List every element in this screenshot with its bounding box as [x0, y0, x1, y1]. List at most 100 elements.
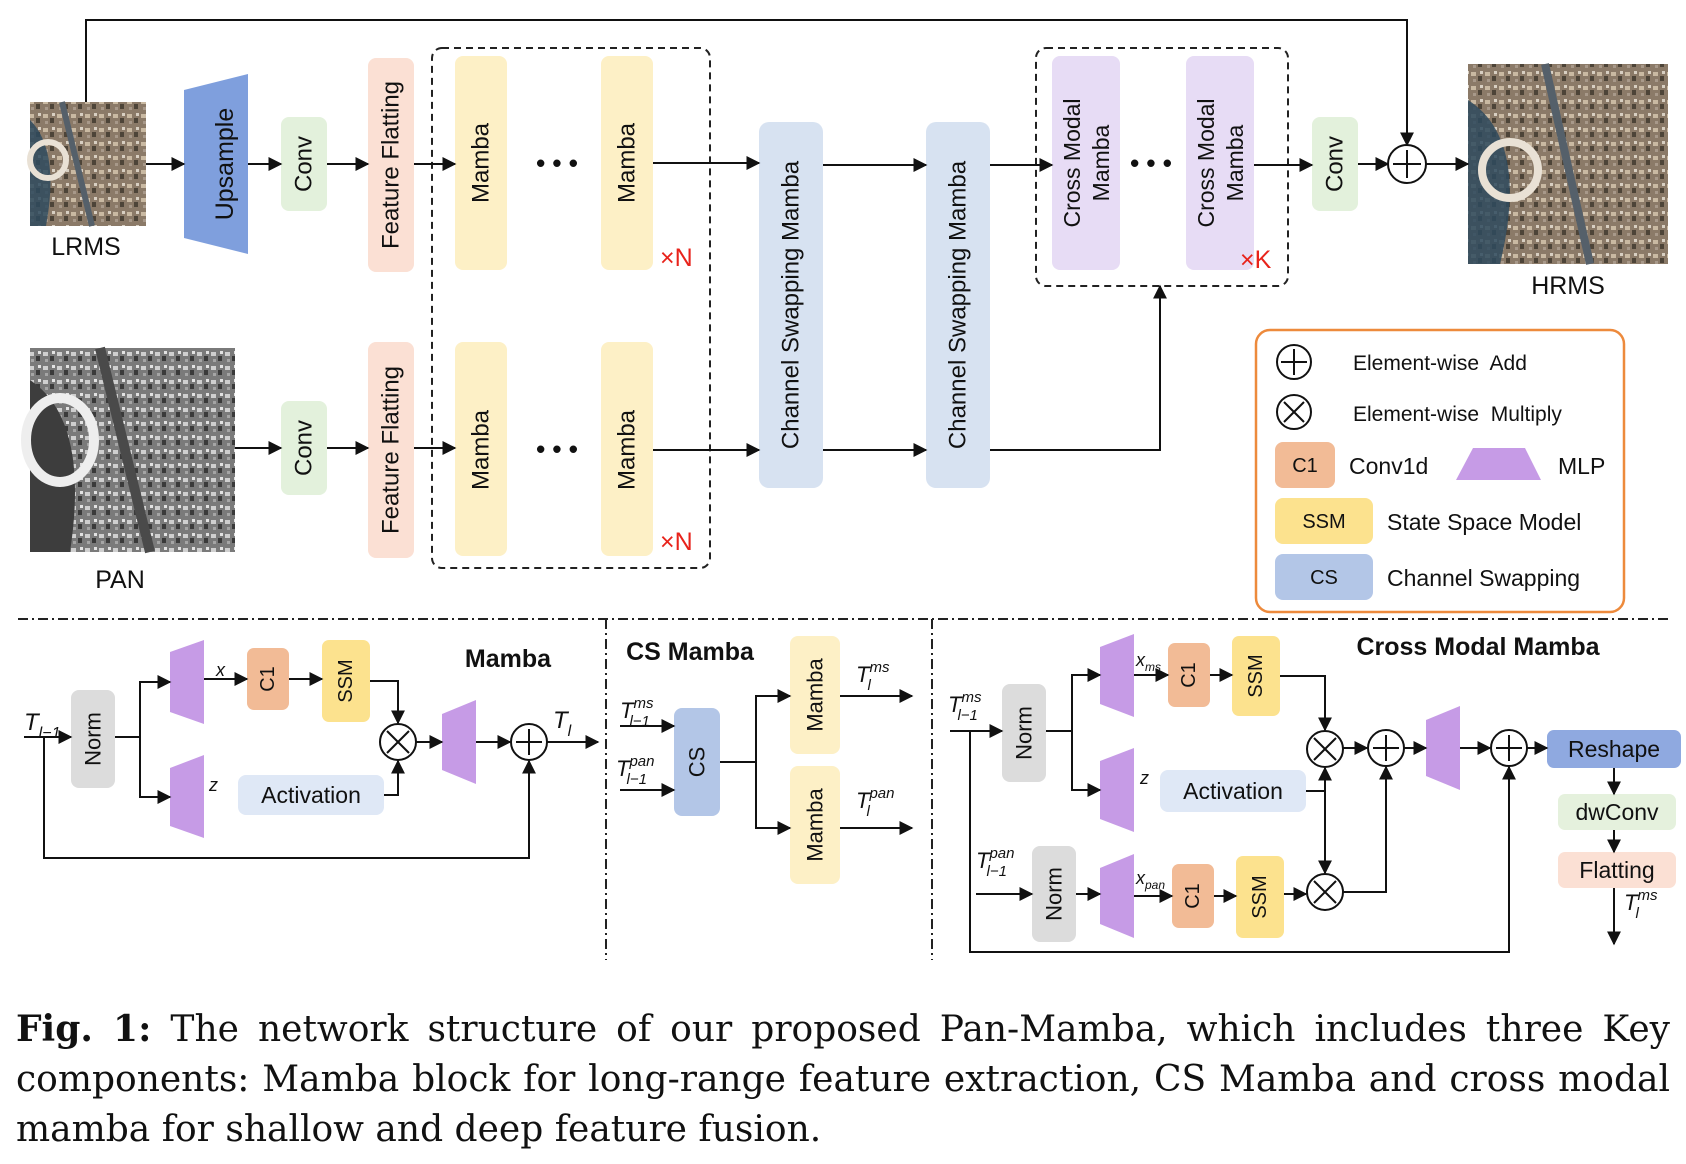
upsample-block: [184, 74, 248, 254]
legend-add-icon: [1276, 344, 1312, 380]
feature-flatting-pan: [368, 342, 414, 558]
cross-modal-label-1b: Mamba: [1088, 124, 1114, 201]
mamba-activation-label: Activation: [261, 782, 361, 808]
mamba-connectors: [24, 672, 600, 859]
legend-mlp-text: MLP: [1558, 453, 1605, 479]
feature-flatting-label-ms: Feature Flatting: [378, 81, 405, 249]
upsample-label: Upsample: [211, 108, 239, 221]
element-add-icon-top: [1387, 144, 1427, 184]
legend-cs-box-label: CS: [1310, 567, 1338, 589]
legend-multiply-text: Element-wise Multiply: [1353, 403, 1562, 426]
hrms-image: [1468, 63, 1668, 265]
mamba-norm-label: Norm: [81, 712, 106, 766]
channel-swapping-mamba-2: [926, 122, 990, 488]
mamba-z-label: z: [208, 775, 218, 795]
cs-detail-title: CS Mamba: [626, 638, 755, 666]
cross-connectors: [950, 668, 1621, 953]
mamba-label-pan-1: Mamba: [468, 409, 495, 490]
cs-mamba-label-pan: Mamba: [803, 788, 828, 862]
conv-block-pan: [281, 401, 327, 495]
pan-image: [21, 346, 235, 554]
legend-mlp-swatch: [1456, 448, 1541, 480]
cs-block: [674, 708, 720, 816]
cross-add-icon-mid: [1367, 729, 1405, 767]
lrms-image: [27, 101, 146, 227]
legend-c1-text: Conv1d: [1349, 453, 1428, 479]
cross-norm-block-pan: [1032, 846, 1076, 942]
conv-label-ms: Conv: [291, 136, 318, 192]
cross-z-label: z: [1139, 768, 1149, 788]
feature-flatting-label-pan: Feature Flatting: [378, 366, 405, 534]
mamba-mlp-x-icon: [170, 640, 204, 724]
times-n-ms: ×N: [660, 244, 693, 272]
mamba-mlp-z-icon: [170, 755, 204, 838]
cross-activation-label: Activation: [1183, 778, 1283, 804]
mamba-block-ms-1: [455, 56, 507, 270]
conv-block-final: [1312, 117, 1358, 211]
cross-modal-label-1a: Cross Modal: [1059, 98, 1085, 227]
times-k: ×K: [1240, 246, 1272, 274]
caption-label: Fig. 1:: [16, 1008, 152, 1050]
caption-text: The network structure of our proposed Pa…: [16, 1009, 1671, 1150]
mamba-ssm-block: [322, 640, 370, 722]
cross-norm-label-pan: Norm: [1042, 867, 1067, 921]
ellipsis-ms: • • •: [536, 148, 578, 178]
mamba-norm-block: [71, 690, 115, 788]
channel-swapping-label-1: Channel Swapping Mamba: [778, 160, 805, 449]
channel-swapping-mamba-1: [759, 122, 823, 488]
mamba-label-ms-1: Mamba: [468, 122, 495, 203]
cross-multiply-icon-ms: [1306, 730, 1344, 768]
cross-c1-label-pan: C1: [1182, 883, 1204, 909]
cross-ssm-block-ms: [1232, 636, 1280, 716]
cross-ssm-block-pan: [1236, 856, 1284, 938]
separators: [18, 618, 1668, 960]
cross-mlp-out-icon: [1426, 706, 1460, 790]
channel-swapping-label-2: Channel Swapping Mamba: [945, 160, 972, 449]
diagram-canvas: LRMS PAN HRMS Upsample Conv Conv Feature…: [18, 19, 1681, 960]
cross-dwconv-label: dwConv: [1575, 799, 1659, 825]
cross-modal-block-1: [1052, 56, 1120, 270]
times-n-pan: ×N: [660, 528, 693, 556]
cross-c1-block-ms: [1168, 643, 1210, 707]
mamba-ssm-label: SSM: [335, 659, 357, 702]
cross-modal-block-k: [1186, 56, 1254, 270]
cs-connectors: [620, 689, 914, 835]
cross-reshape-label: Reshape: [1568, 736, 1660, 762]
mamba-block-pan-n: [601, 342, 653, 556]
mamba-add-icon: [510, 723, 548, 761]
cross-add-icon-out: [1490, 729, 1528, 767]
cs-block-label: CS: [685, 747, 710, 778]
mamba-mlp-out-icon: [442, 700, 476, 784]
top-connectors: [85, 19, 1470, 457]
cross-dwconv-block: [1558, 794, 1676, 830]
mamba-multiply-icon: [379, 723, 417, 761]
feature-flatting-ms: [368, 58, 414, 272]
mamba-stack-group: [431, 47, 711, 569]
conv-block-ms: [281, 117, 327, 211]
ellipsis-cross: • • •: [1130, 148, 1172, 178]
conv-label-pan: Conv: [291, 420, 318, 476]
cross-xms-label: xms: [1135, 650, 1161, 674]
legend-ssm-text: State Space Model: [1387, 509, 1581, 535]
cross-c1-block-pan: [1172, 864, 1214, 928]
mamba-block-pan-1: [455, 342, 507, 556]
cs-mamba-label-ms: Mamba: [803, 658, 828, 732]
legend-multiply-icon: [1276, 394, 1312, 430]
cross-mlp-pan-icon: [1100, 854, 1134, 938]
mamba-x-label: x: [215, 660, 226, 680]
cross-detail-title: Cross Modal Mamba: [1356, 633, 1600, 661]
pan-label: PAN: [95, 566, 145, 594]
hrms-label: HRMS: [1531, 272, 1605, 300]
mamba-c1-label: C1: [257, 666, 279, 692]
cross-flatting-label: Flatting: [1579, 857, 1654, 883]
ellipsis-pan: • • •: [536, 434, 578, 464]
cross-modal-label-kb: Mamba: [1222, 124, 1248, 201]
cross-mlp-ms-icon: [1100, 634, 1134, 717]
cross-c1-label-ms: C1: [1178, 662, 1200, 688]
mamba-block-ms-n: [601, 56, 653, 270]
